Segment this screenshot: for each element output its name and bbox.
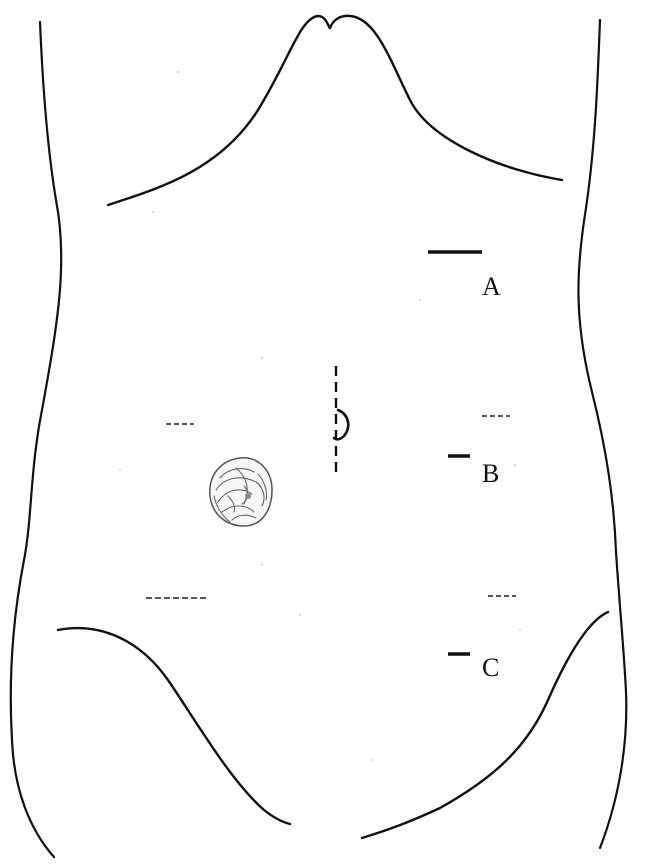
left-hip-line bbox=[58, 628, 290, 824]
background-specks bbox=[119, 71, 521, 761]
left-torso-outline bbox=[11, 22, 62, 857]
port-marker-a: A bbox=[428, 252, 501, 301]
dashed-markers bbox=[146, 416, 516, 598]
port-c-label: C bbox=[482, 653, 499, 682]
stoma-sketch bbox=[210, 458, 272, 526]
right-hip-line bbox=[362, 612, 608, 838]
port-marker-c: C bbox=[448, 653, 499, 682]
port-marker-b: B bbox=[448, 456, 499, 488]
port-a-label: A bbox=[482, 272, 501, 301]
rib-cage-arch bbox=[108, 16, 562, 205]
port-b-label: B bbox=[482, 459, 499, 488]
right-torso-outline bbox=[578, 20, 626, 848]
